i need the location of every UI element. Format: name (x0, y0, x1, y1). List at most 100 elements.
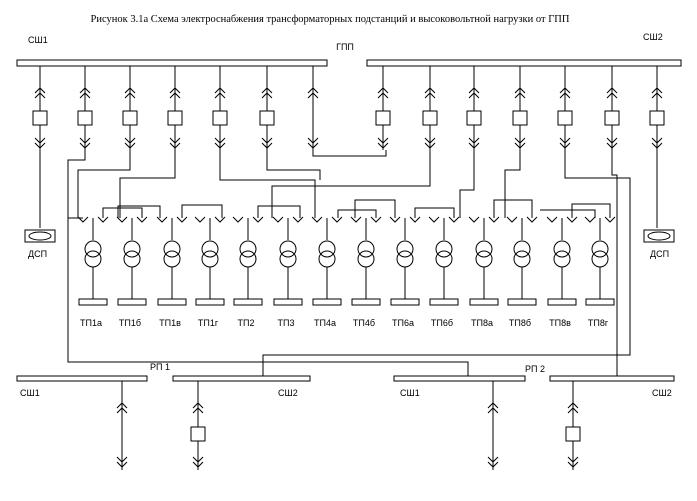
transformer-winding-icon (475, 250, 493, 268)
connector-down-icon (292, 216, 304, 223)
rp-feeders (116, 381, 581, 470)
connector-down-icon (176, 216, 188, 223)
connector-down-icon (311, 216, 323, 223)
substation-label: ТП8в (549, 318, 571, 328)
connector-up-icon (487, 407, 499, 414)
wire (611, 150, 618, 378)
connector-up-icon (34, 87, 46, 94)
lv-bus (469, 298, 499, 306)
connector-down-icon (214, 142, 226, 149)
transformer-winding-icon (591, 240, 609, 258)
figure-title: Рисунок 3.1а Схема электроснабжения тран… (91, 14, 570, 25)
connector-down-icon (116, 456, 128, 463)
transformer-winding-icon (201, 250, 219, 268)
connector-down-icon (424, 142, 436, 149)
substation-label: ТП8а (471, 318, 493, 328)
connector-down-icon (331, 216, 343, 223)
connector-down-icon (409, 216, 421, 223)
gpp-feeder (466, 66, 482, 150)
rp1-bus-left-label: СШ1 (20, 388, 40, 398)
connector-up-icon (192, 407, 204, 414)
gpp-feeder (259, 66, 275, 150)
gpp-bus-left-label: СШ1 (28, 35, 48, 45)
wire (571, 203, 611, 218)
transformer-winding-icon (84, 250, 102, 268)
connector-up-icon (214, 87, 226, 94)
connector-down-icon (487, 456, 499, 463)
transformer-winding-icon (239, 240, 257, 258)
connector-up-icon (192, 402, 204, 409)
connector-up-icon (651, 87, 663, 94)
gpp-feeder (212, 66, 228, 150)
breaker-icon (604, 110, 620, 126)
lv-bus (117, 298, 147, 306)
gpp-feeder (649, 66, 665, 150)
breaker-icon (375, 110, 391, 126)
connector-up-icon (487, 402, 499, 409)
wire (493, 199, 533, 218)
transformer-winding-icon (396, 240, 414, 258)
substation-label: ТП6а (392, 318, 414, 328)
rp1-bus-right (172, 375, 311, 382)
connector-up-icon (261, 92, 273, 99)
connector-up-icon (567, 407, 579, 414)
dsp-left-label: ДСП (28, 249, 47, 259)
transformer-winding-icon (163, 240, 181, 258)
gpp-feeder (122, 66, 138, 150)
lv-bus (429, 298, 459, 306)
connector-up-icon (34, 92, 46, 99)
connector-up-icon (606, 87, 618, 94)
transformer-winding-icon (84, 240, 102, 258)
substation: ТП4а (311, 216, 343, 328)
lv-bus (390, 298, 420, 306)
connector-down-icon (232, 216, 244, 223)
connector-down-icon (377, 137, 389, 144)
connector-down-icon (487, 461, 499, 468)
breaker-icon (565, 426, 581, 442)
transformer-winding-icon (357, 250, 375, 268)
substation: ТП8в (546, 216, 578, 328)
connector-up-icon (377, 87, 389, 94)
wire (414, 207, 455, 218)
connector-up-icon (559, 87, 571, 94)
connector-up-icon (79, 92, 91, 99)
transformer-winding-icon (513, 240, 531, 258)
connector-down-icon (169, 142, 181, 149)
connector-down-icon (559, 142, 571, 149)
connector-up-icon (514, 87, 526, 94)
connector-down-icon (192, 461, 204, 468)
transformer-winding-icon (163, 250, 181, 268)
connector-down-icon (651, 142, 663, 149)
wire (117, 205, 161, 218)
connector-down-icon (79, 137, 91, 144)
connector-down-icon (307, 142, 319, 149)
substation-label: ТП1в (159, 318, 181, 328)
rp-feeder (190, 381, 206, 470)
connector-down-icon (136, 216, 148, 223)
wire (257, 205, 301, 218)
gpp-feeder (167, 66, 183, 150)
gpp-feeder (307, 66, 319, 150)
substation: ТП2 (232, 216, 264, 328)
connector-down-icon (194, 216, 206, 223)
connector-up-icon (651, 92, 663, 99)
wiring (39, 150, 658, 380)
connector-up-icon (79, 87, 91, 94)
connector-down-icon (350, 216, 362, 223)
rp-feeder (487, 381, 499, 470)
substation-label: ТП1г (198, 318, 219, 328)
connector-down-icon (97, 216, 109, 223)
wire (102, 207, 143, 218)
wire (119, 150, 176, 218)
connector-up-icon (307, 92, 319, 99)
substation-label: ТП8б (509, 318, 531, 328)
lv-bus (585, 298, 615, 306)
gpp-feeder (512, 66, 528, 150)
connector-up-icon (169, 92, 181, 99)
breaker-icon (557, 110, 573, 126)
wire (504, 150, 521, 218)
connector-down-icon (214, 137, 226, 144)
connector-up-icon (567, 402, 579, 409)
connector-down-icon (606, 142, 618, 149)
transformer-winding-icon (553, 250, 571, 268)
